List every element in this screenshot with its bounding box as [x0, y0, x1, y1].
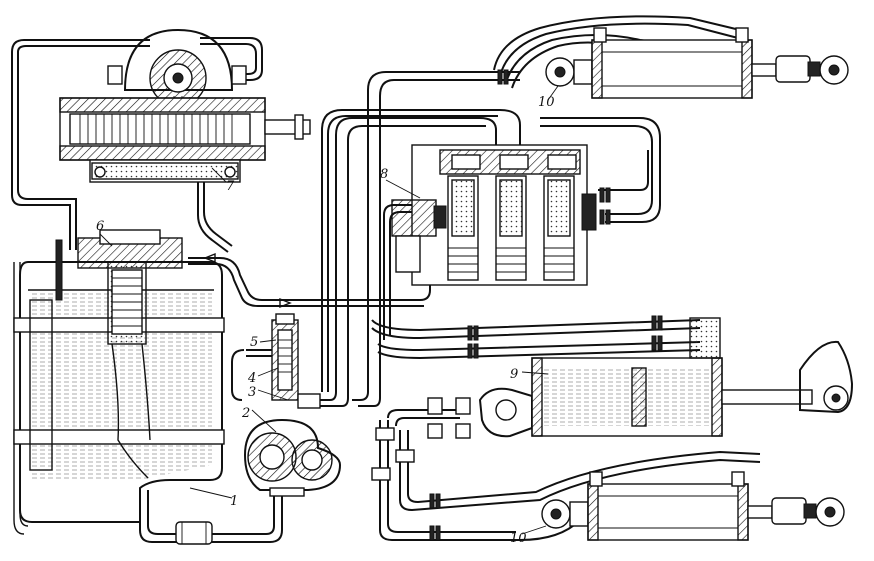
- label-8: 8: [380, 167, 388, 182]
- label-10-upper: 10: [538, 95, 555, 110]
- label-10-lower: 10: [510, 531, 527, 546]
- label-2: 2: [241, 406, 250, 421]
- label-7: 7: [226, 179, 235, 194]
- steering-gear: [59, 28, 311, 183]
- label-6: 6: [96, 219, 104, 234]
- return-pipe-left: [11, 52, 71, 250]
- hose-couplings: [429, 69, 663, 541]
- cylinder-lower: [541, 471, 845, 541]
- label-1: 1: [230, 494, 238, 509]
- callout-leaders: [99, 85, 559, 535]
- hose-upper-cylinder: [493, 15, 741, 71]
- tee-fittings: [371, 397, 471, 481]
- pipe-network: [11, 15, 761, 545]
- suction-coupling: [175, 521, 213, 545]
- pressure-pipe-main: [318, 117, 497, 401]
- label-4: 4: [247, 371, 256, 386]
- label-5: 5: [250, 335, 258, 350]
- distributor: [391, 144, 597, 286]
- label-3: 3: [248, 385, 256, 400]
- cylinder-middle: [478, 317, 854, 438]
- return-pipe-distributor: [188, 257, 431, 301]
- filter: [77, 229, 183, 479]
- hose-lower-cylinder: [379, 420, 581, 541]
- cylinder-upper: [545, 27, 849, 99]
- flow-arrow-return: [279, 297, 292, 309]
- hose-middle-cylinder: [371, 319, 701, 332]
- oil-tank: [13, 229, 225, 523]
- callout-labels: 1 2 3 4 5 6 7 8 9 10 10: [96, 95, 555, 546]
- pump-assembly: [231, 313, 342, 497]
- label-9: 9: [510, 367, 518, 382]
